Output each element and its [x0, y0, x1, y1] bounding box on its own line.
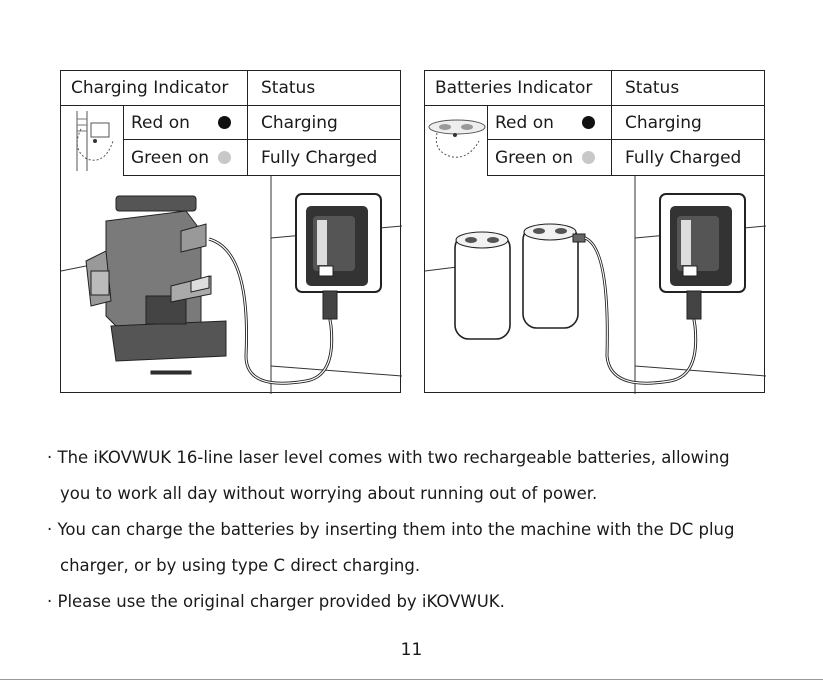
charging-indicator-panel: Charging Indicator Status Red on Chargin…: [60, 70, 403, 394]
red-on-label: Red on: [495, 112, 554, 133]
red-dot-icon: [582, 116, 595, 129]
batteries-indicator-panel: Batteries Indicator Status Red on Chargi…: [424, 70, 767, 394]
fully-charged-status: Fully Charged: [261, 147, 378, 168]
page-number: 11: [400, 640, 423, 660]
table-row-red: Red on Charging: [123, 106, 400, 140]
battery-charging-illustration: [424, 176, 767, 394]
bullet-2-line-2: charger, or by using type C direct charg…: [60, 556, 421, 575]
status-header: Status: [261, 78, 316, 98]
charging-status: Charging: [261, 112, 338, 133]
bullet-1-line-1: · The iKOVWUK 16-line laser level comes …: [47, 448, 730, 467]
laser-indicator-sketch-icon: [76, 111, 114, 171]
red-on-label: Red on: [131, 112, 190, 133]
bullet-1-line-2: you to work all day without worrying abo…: [60, 484, 598, 503]
footer-divider: [0, 679, 823, 680]
bullet-3-line-1: · Please use the original charger provid…: [47, 592, 505, 611]
laser-charging-illustration: [60, 176, 403, 394]
table-header-row: Charging Indicator Status: [61, 71, 400, 106]
table-row-green: Green on Fully Charged: [123, 140, 400, 176]
green-on-label: Green on: [131, 147, 210, 168]
table-row-red: Red on Charging: [487, 106, 764, 140]
indicator-header: Batteries Indicator: [435, 78, 593, 98]
battery-indicator-sketch-icon: [428, 119, 486, 158]
green-dot-icon: [582, 151, 595, 164]
red-dot-icon: [218, 116, 231, 129]
instructions-list: · The iKOVWUK 16-line laser level comes …: [47, 440, 787, 620]
table-header-row: Batteries Indicator Status: [425, 71, 764, 106]
charging-status: Charging: [625, 112, 702, 133]
fully-charged-status: Fully Charged: [625, 147, 742, 168]
table-row-green: Green on Fully Charged: [487, 140, 764, 176]
green-dot-icon: [218, 151, 231, 164]
green-on-label: Green on: [495, 147, 574, 168]
status-header: Status: [625, 78, 680, 98]
indicator-header: Charging Indicator: [71, 78, 229, 98]
bullet-2-line-1: · You can charge the batteries by insert…: [47, 520, 735, 539]
